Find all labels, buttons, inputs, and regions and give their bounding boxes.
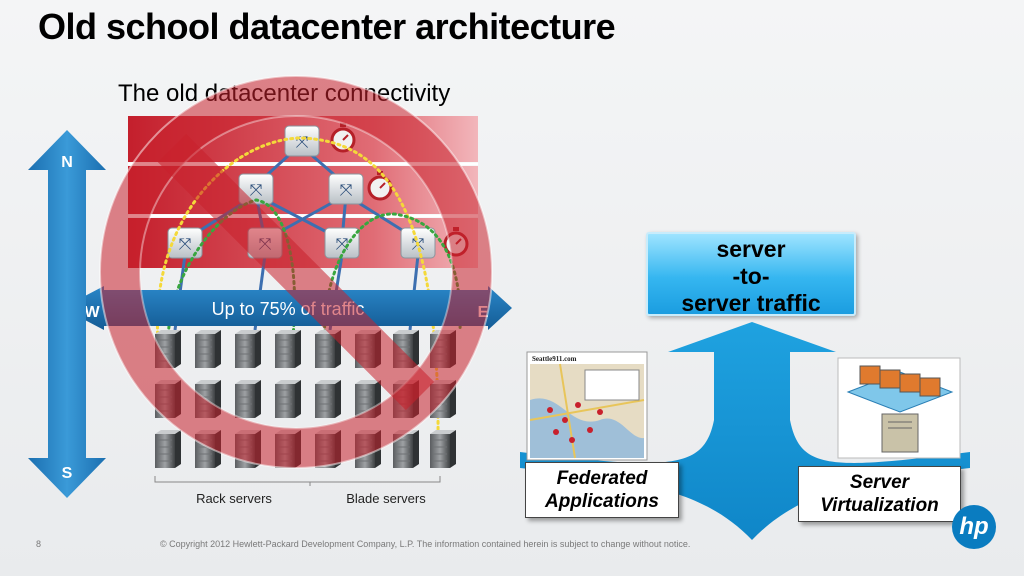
north-south-arrow [28,130,106,498]
server-to-server-line1: server [716,236,786,262]
server-to-server-line2: -to- [732,263,770,289]
hp-logo: hp [952,505,996,549]
map-thumbnail-title: Seattle911.com [532,355,577,363]
server-to-server-box: server -to- server traffic [646,232,856,316]
svg-text:⤧: ⤧ [336,234,349,253]
convergence-arrow [520,322,970,540]
page-number: 8 [36,539,42,549]
core-switch: ⤧ [284,125,320,157]
server-rack-icon [393,430,419,468]
server-to-server-line3: server traffic [681,290,821,316]
west-label: W [84,304,100,321]
map-thumbnail: Seattle911.com [526,351,648,461]
south-label: S [62,465,73,482]
svg-text:⤧: ⤧ [340,180,353,199]
virtualization-line2: Virtualization [820,495,939,516]
server-rack-icon [430,430,456,468]
svg-text:⤧: ⤧ [250,180,263,199]
server-rack-icon [275,380,301,418]
server-rack-icon [315,380,341,418]
server-tower-icon [881,413,919,453]
server-rack-icon [195,330,221,368]
stopwatch-icon [367,171,393,201]
federated-line2: Applications [544,491,659,512]
server-virtualization-label: Server Virtualization [798,466,961,522]
prohibition-sign-icon [99,75,493,469]
access-switch-3: ⤧ [324,227,360,259]
east-west-arrow [62,286,512,330]
federated-line1: Federated [556,468,648,489]
slide-title: Old school datacenter architecture [38,6,616,47]
svg-text:⤧: ⤧ [179,234,192,253]
aggregation-switch-right: ⤧ [328,173,364,205]
virtualization-image [837,357,961,459]
federated-applications-label: Federated Applications [525,462,679,518]
vm-icons [859,365,941,397]
virtualization-line1: Server [849,472,910,493]
svg-text:⤧: ⤧ [296,132,309,151]
rack-servers-label: Rack servers [196,491,272,506]
server-rack-icon [155,430,181,468]
server-group-bracket [154,476,441,486]
server-rack-icon [275,330,301,368]
server-rack-icon [235,330,261,368]
blade-servers-label: Blade servers [346,491,426,506]
server-rack-icon [235,380,261,418]
copyright-notice: © Copyright 2012 Hewlett-Packard Develop… [160,539,691,549]
north-label: N [61,154,73,171]
